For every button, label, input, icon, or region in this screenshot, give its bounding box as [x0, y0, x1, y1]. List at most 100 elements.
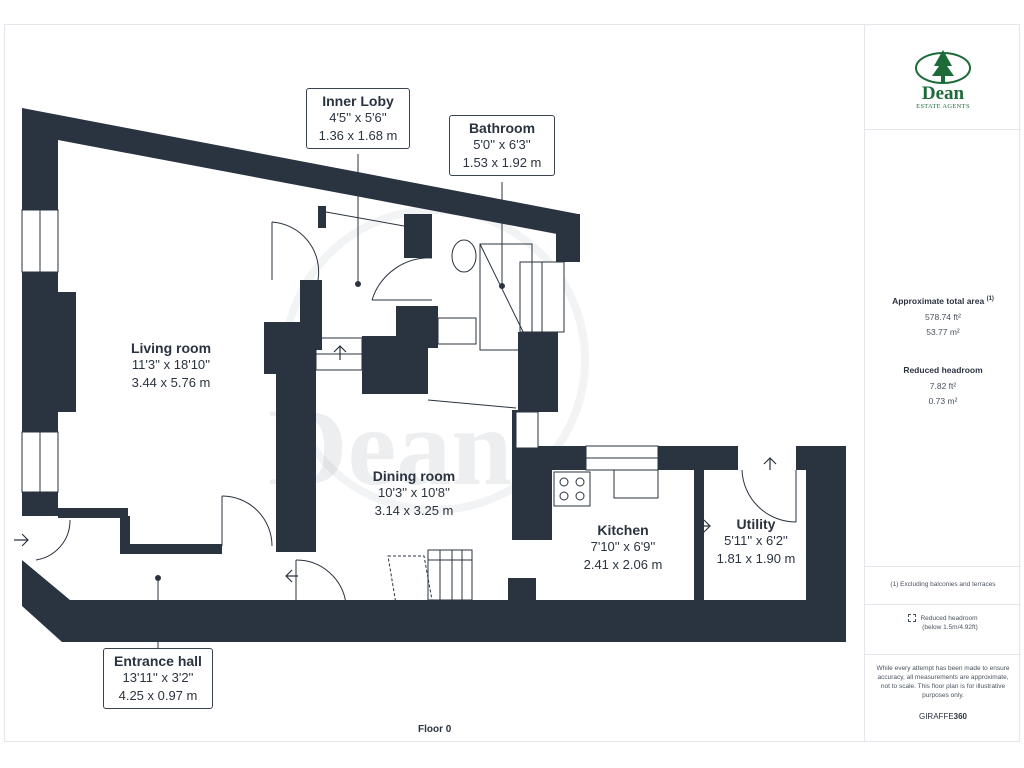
- callout-inner-loby: Inner Loby 4'5'' x 5'6'' 1.36 x 1.68 m: [306, 88, 410, 149]
- room-imperial-dining-room: 10'3'' x 10'8'': [378, 485, 450, 500]
- sidebar-divider-3: [865, 604, 1021, 605]
- leaders: [155, 154, 505, 648]
- credit: GIRAFFE360: [865, 712, 1021, 721]
- logo: Dean ESTATE AGENTS: [913, 48, 973, 110]
- hob-ring-2: [575, 477, 585, 487]
- logo-subtitle: ESTATE AGENTS: [916, 103, 970, 110]
- fixtures: [35, 211, 797, 605]
- front-door-arc: [35, 519, 71, 561]
- kitchen-hob: [553, 471, 591, 507]
- dining-top-line: [427, 399, 517, 409]
- reduced-headroom-block: Reduced headroom 7.82 ft² 0.73 m²: [865, 365, 1021, 409]
- stairs: [427, 549, 473, 601]
- wall-bath-right: [556, 214, 580, 262]
- hob-ring-3: [559, 491, 569, 501]
- room-metric-utility: 1.81 x 1.90 m: [716, 551, 796, 566]
- reduced-headroom-area: [387, 555, 433, 605]
- dining-door-arc: [295, 559, 347, 605]
- room-name-living-room: Living room: [130, 340, 212, 356]
- arrow-loby: [333, 345, 347, 360]
- plan-frame: [4, 24, 1020, 742]
- sidebar-divider-1: [865, 129, 1021, 130]
- wall-loby-left: [318, 206, 326, 228]
- tree-logo-icon: [915, 50, 971, 84]
- total-area-note-mark: (1): [986, 296, 994, 303]
- total-area-title-text: Approximate total area: [892, 296, 985, 306]
- wall-kitchen-util: [694, 470, 704, 600]
- leader-entrance-dot: [155, 575, 161, 581]
- total-area-block: Approximate total area (1) 578.74 ft² 53…: [865, 296, 1021, 340]
- callout-bathroom: Bathroom 5'0'' x 6'3'' 1.53 x 1.92 m: [449, 115, 555, 176]
- sidebar-divider-2: [865, 566, 1021, 567]
- arrow-front-door: [14, 533, 29, 547]
- room-imperial-bathroom: 5'0'' x 6'3'': [473, 137, 531, 152]
- wall-left-step: [58, 508, 128, 518]
- total-area-title: Approximate total area (1): [865, 296, 1021, 306]
- arrow-dining: [285, 569, 298, 583]
- room-name-kitchen: Kitchen: [597, 522, 649, 538]
- hob-ring-4: [575, 491, 585, 501]
- label-utility: Utility 5'11'' x 6'2'' 1.81 x 1.90 m: [717, 516, 796, 568]
- wall-right: [806, 446, 846, 642]
- reduced-ft: 7.82 ft²: [929, 381, 957, 391]
- floor-label: Floor 0: [418, 724, 452, 735]
- loby-top-line: [325, 211, 405, 227]
- room-metric-bathroom: 1.53 x 1.92 m: [462, 155, 542, 170]
- leader-bath-dot: [499, 283, 505, 289]
- wall-living-bottom: [120, 544, 222, 554]
- legend-dashed-square-icon: [908, 614, 917, 623]
- wall-loby-block2: [396, 306, 438, 348]
- reduced-title: Reduced headroom: [903, 365, 983, 375]
- window-dining: [515, 411, 539, 449]
- walls: [22, 108, 846, 642]
- footnote: (1) Excluding balconies and terraces: [890, 581, 996, 588]
- arrows: [14, 345, 777, 583]
- credit-b: 360: [953, 712, 968, 721]
- room-metric-inner-loby: 1.36 x 1.68 m: [318, 128, 398, 143]
- reduced-m: 0.73 m²: [928, 396, 958, 406]
- label-dining-room: Dining room 10'3'' x 10'8'' 3.14 x 3.25 …: [373, 468, 455, 520]
- entrance-door-arc: [221, 495, 273, 547]
- callout-entrance-hall: Entrance hall 13'11'' x 3'2'' 4.25 x 0.9…: [103, 648, 213, 709]
- total-area-m: 53.77 m²: [926, 327, 960, 337]
- shower-diag: [479, 243, 533, 351]
- legend-line-1: Reduced headroom: [865, 614, 1021, 623]
- wall-kitchen-left: [512, 446, 552, 540]
- leader-loby-dot: [355, 281, 361, 287]
- wall-kitchen-top: [552, 446, 586, 470]
- room-metric-living-room: 3.44 x 5.76 m: [131, 375, 211, 390]
- room-metric-entrance-hall: 4.25 x 0.97 m: [118, 688, 198, 703]
- legend-text-1: Reduced headroom: [920, 615, 978, 622]
- legend: Reduced headroom (below 1.5m/4.92ft): [865, 614, 1021, 632]
- logo-word: Dean: [921, 83, 965, 104]
- wall-top: [22, 108, 578, 238]
- wall-utility-top: [658, 446, 738, 470]
- living-door-arc: [271, 221, 320, 281]
- legend-line-2: (below 1.5m/4.92ft): [922, 624, 978, 631]
- total-area-ft: 578.74 ft²: [925, 312, 961, 322]
- label-kitchen: Kitchen 7'10'' x 6'9'' 2.41 x 2.06 m: [584, 522, 663, 574]
- room-imperial-entrance-hall: 13'11'' x 3'2'': [122, 670, 194, 685]
- room-name-dining-room: Dining room: [372, 468, 456, 484]
- arrow-utility: [696, 519, 711, 533]
- room-name-bathroom: Bathroom: [468, 120, 536, 136]
- room-metric-kitchen: 2.41 x 2.06 m: [583, 557, 663, 572]
- kitchen-sink: [613, 469, 659, 499]
- wall-bath-block: [518, 332, 558, 412]
- wall-bottom: [22, 560, 846, 642]
- room-imperial-inner-loby: 4'5'' x 5'6'': [329, 110, 387, 125]
- label-living-room: Living room 11'3'' x 18'10'' 3.44 x 5.76…: [131, 340, 211, 392]
- arrow-utility-exit: [763, 457, 777, 470]
- hob-ring-1: [559, 477, 569, 487]
- room-metric-dining-room: 3.14 x 3.25 m: [374, 503, 454, 518]
- disclaimer: While every attempt has been made to ens…: [876, 665, 1010, 699]
- sidebar-divider-4: [865, 654, 1021, 655]
- room-name-inner-loby: Inner Loby: [322, 93, 394, 109]
- wall-left-low: [22, 492, 58, 516]
- bath-sink: [437, 317, 477, 345]
- room-imperial-living-room: 11'3'' x 18'10'': [131, 357, 211, 372]
- wall-left: [22, 108, 58, 210]
- wall-partition-top: [264, 322, 292, 374]
- info-sidebar: Dean ESTATE AGENTS Approximate total are…: [864, 24, 1021, 742]
